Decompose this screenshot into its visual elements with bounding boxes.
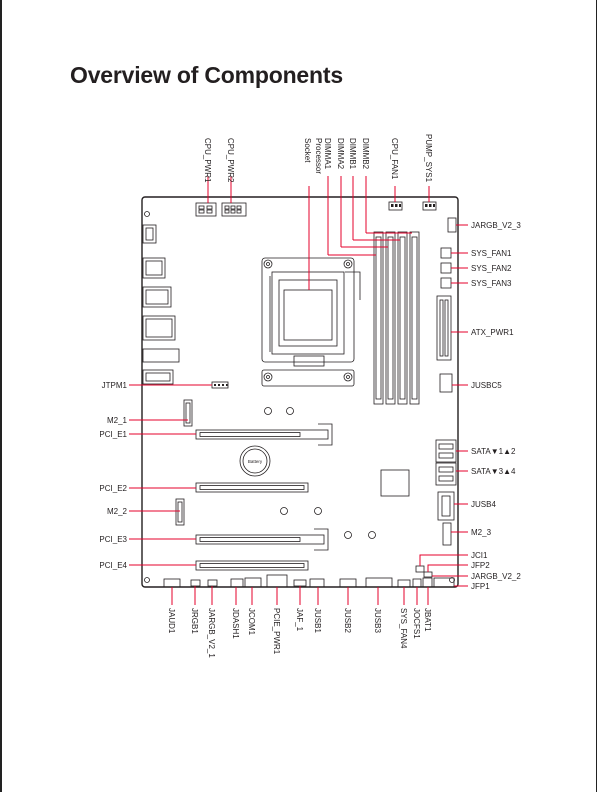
page-edge-right xyxy=(595,0,597,792)
label-jusb3: JUSB3 xyxy=(373,608,382,633)
right-labels: JARGB_V2_3 SYS_FAN1 SYS_FAN2 SYS_FAN3 AT… xyxy=(471,221,521,591)
board xyxy=(141,196,459,588)
top-labels: CPU_PWR1 CPU_PWR2 Processor Socket DIMMA… xyxy=(203,134,433,183)
m2-slots xyxy=(175,399,193,526)
label-pci-e1: PCI_E1 xyxy=(99,430,127,439)
label-pci-e2: PCI_E2 xyxy=(99,484,127,493)
standoffs xyxy=(264,407,376,539)
page-title: Overview of Components xyxy=(70,62,343,88)
label-jfp1: JFP1 xyxy=(471,582,490,591)
label-jusb1: JUSB1 xyxy=(313,608,322,633)
label-sata-1-2: SATA▼1▲2 xyxy=(471,447,516,456)
label-jusb2: JUSB2 xyxy=(343,608,352,633)
label-m2-2: M2_2 xyxy=(107,507,128,516)
top-fan-headers xyxy=(388,201,437,211)
label-pcie-pwr1: PCIE_PWR1 xyxy=(272,608,281,655)
label-m2-1: M2_1 xyxy=(107,416,128,425)
right-lower-connectors xyxy=(380,439,457,546)
label-jrgb1: JRGB1 xyxy=(190,608,199,634)
label-dimma1: DIMMA1 xyxy=(323,138,332,170)
label-jaud1: JAUD1 xyxy=(167,608,176,634)
battery: Battery xyxy=(239,445,271,477)
label-jtpm1: JTPM1 xyxy=(102,381,128,390)
label-sys-fan3: SYS_FAN3 xyxy=(471,279,512,288)
label-m2-3: M2_3 xyxy=(471,528,492,537)
label-jaf-1: JAF_1 xyxy=(295,608,304,632)
label-jusbc5: JUSBC5 xyxy=(471,381,502,390)
label-processor-socket-line2: Socket xyxy=(303,138,312,163)
label-jargb-v2-2: JARGB_V2_2 xyxy=(471,572,521,581)
label-jusb4: JUSB4 xyxy=(471,500,496,509)
dimm-slots xyxy=(373,231,420,405)
label-pci-e4: PCI_E4 xyxy=(99,561,127,570)
processor-socket xyxy=(261,257,361,387)
label-pump-sys1: PUMP_SYS1 xyxy=(424,134,433,183)
rear-io xyxy=(142,224,180,385)
label-processor-socket-line1: Processor xyxy=(314,138,323,174)
page-edge-left xyxy=(0,0,2,792)
label-jargb-v2-1: JARGB_V2_1 xyxy=(207,608,216,658)
label-sys-fan4: SYS_FAN4 xyxy=(399,608,408,649)
label-jci1: JCI1 xyxy=(471,551,488,560)
label-cpu-pwr2: CPU_PWR2 xyxy=(226,138,235,183)
left-labels: JTPM1 M2_1 PCI_E1 PCI_E2 M2_2 PCI_E3 PCI… xyxy=(99,381,127,570)
callout-lines xyxy=(129,176,468,605)
label-dimmb1: DIMMB1 xyxy=(348,138,357,170)
label-cpu-fan1: CPU_FAN1 xyxy=(390,138,399,180)
label-sys-fan1: SYS_FAN1 xyxy=(471,249,512,258)
cpu-power-connectors xyxy=(195,202,247,217)
label-sata-3-4: SATA▼3▲4 xyxy=(471,467,516,476)
label-pci-e3: PCI_E3 xyxy=(99,535,127,544)
label-dimma2: DIMMA2 xyxy=(336,138,345,170)
label-cpu-pwr1: CPU_PWR1 xyxy=(203,138,212,183)
label-jargb-v2-3: JARGB_V2_3 xyxy=(471,221,521,230)
battery-label: Battery xyxy=(248,459,263,464)
label-jbat1: JBAT1 xyxy=(423,608,432,632)
label-jocfs1: JOCFS1 xyxy=(412,608,421,639)
label-jcom1: JCOM1 xyxy=(247,608,256,636)
right-edge-headers xyxy=(436,217,457,393)
label-atx-pwr1: ATX_PWR1 xyxy=(471,328,514,337)
label-jfp2: JFP2 xyxy=(471,561,490,570)
label-dimmb2: DIMMB2 xyxy=(361,138,370,170)
pcie-slots xyxy=(195,423,333,571)
bottom-labels: JAUD1 JRGB1 JARGB_V2_1 JDASH1 JCOM1 PCIE… xyxy=(167,608,432,658)
label-sys-fan2: SYS_FAN2 xyxy=(471,264,512,273)
label-jdash1: JDASH1 xyxy=(231,608,240,639)
